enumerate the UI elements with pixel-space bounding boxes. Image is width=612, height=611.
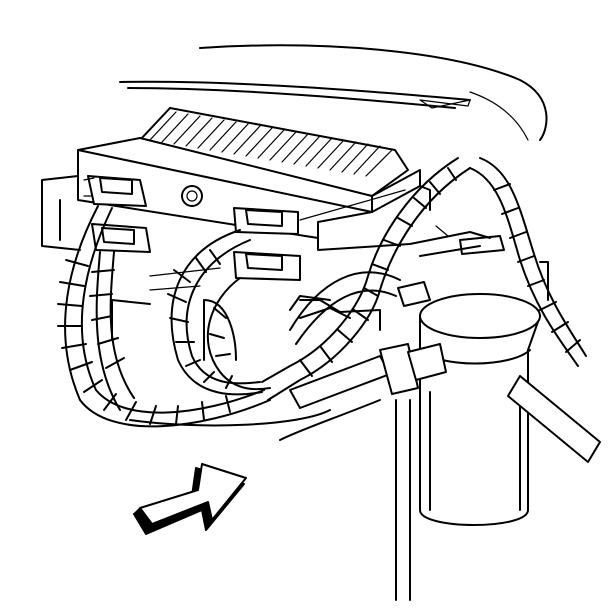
harness-connector-3 (233, 207, 299, 235)
harness-connector-2 (91, 223, 151, 253)
harness-connector-1 (83, 175, 147, 207)
spiral-wrap (57, 167, 581, 425)
fuel-line (289, 225, 601, 463)
fuel-filter (395, 293, 541, 601)
harness-connector-4 (233, 251, 301, 281)
direction-arrow (133, 463, 247, 535)
wiring-harness (57, 157, 587, 428)
control-module (41, 107, 549, 301)
hood-edge (119, 44, 548, 141)
engine-brackets (111, 267, 381, 441)
